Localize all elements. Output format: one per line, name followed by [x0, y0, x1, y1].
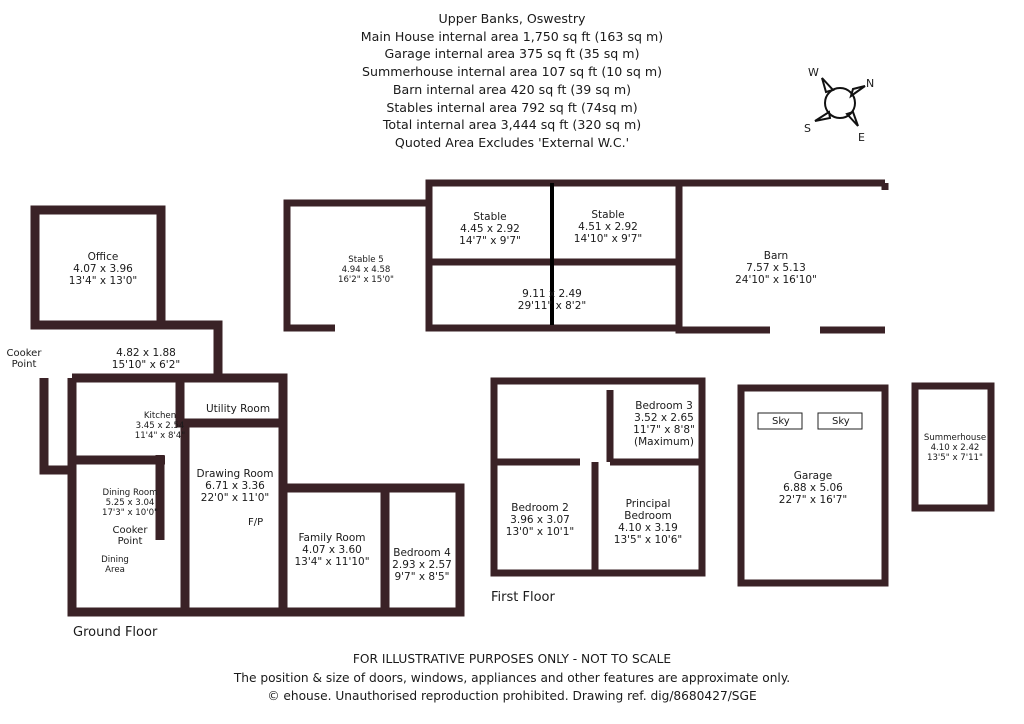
- footer-line: The position & size of doors, windows, a…: [233, 670, 791, 685]
- room-dining-area: Dining Area: [101, 555, 129, 575]
- area-line: Stables internal area 792 sq ft (74sq m): [386, 99, 638, 115]
- compass-e: E: [858, 131, 865, 144]
- sky-lights: [757, 412, 863, 430]
- ground-floor-label: Ground Floor: [73, 625, 158, 640]
- footer-line: FOR ILLUSTRATIVE PURPOSES ONLY - NOT TO …: [352, 652, 672, 666]
- area-line: Main House internal area 1,750 sq ft (16…: [360, 28, 664, 44]
- skylight-label: Sky: [832, 416, 850, 427]
- cooker-point-note: Cooker Point: [6, 348, 42, 370]
- area-line: Total internal area 3,444 sq ft (320 sq …: [382, 117, 642, 133]
- area-line: Barn internal area 420 sq ft (39 sq m): [392, 81, 632, 97]
- cooker-point-note: Cooker Point: [112, 525, 148, 547]
- plan-footer: FOR ILLUSTRATIVE PURPOSES ONLY - NOT TO …: [0, 650, 1024, 706]
- plan-header: Upper Banks, Oswestry Main House interna…: [0, 10, 1024, 152]
- compass-n: N: [866, 77, 875, 90]
- skylight-label: Sky: [772, 416, 790, 427]
- outbuilding-walls: [283, 179, 995, 587]
- room-utility: Utility Room: [205, 403, 271, 415]
- plan-title: Upper Banks, Oswestry: [438, 11, 586, 26]
- area-line: Garage internal area 375 sq ft (35 sq m): [384, 46, 640, 62]
- compass-icon: [814, 77, 866, 127]
- compass-s: S: [804, 122, 811, 135]
- compass-w: W: [808, 66, 819, 79]
- walls: [30, 205, 465, 617]
- fireplace-note: F/P: [248, 517, 264, 528]
- area-line: Summerhouse internal area 107 sq ft (10 …: [361, 64, 663, 80]
- area-line: Quoted Area Excludes 'External W.C.': [394, 134, 630, 150]
- footer-line: © ehouse. Unauthorised reproduction proh…: [267, 689, 757, 703]
- first-floor-label: First Floor: [491, 590, 555, 605]
